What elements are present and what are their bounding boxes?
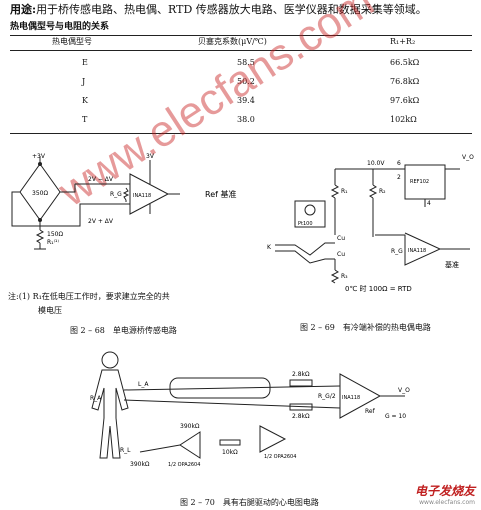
label-rg: R_G xyxy=(391,248,403,255)
header-seebeck: 贝塞克系数(μV/℃) xyxy=(198,37,267,46)
label-ref: Ref 基准 xyxy=(205,189,236,199)
label-cu1: Cu xyxy=(337,235,345,242)
footer-brand: 电子发烧友 xyxy=(414,484,475,498)
label-pin2: 2 xyxy=(397,174,401,181)
label-r350: 350Ω xyxy=(32,190,48,197)
table-header-rule xyxy=(10,50,472,51)
label-ref: Ref xyxy=(365,408,376,415)
label-r1: R₁ xyxy=(341,188,348,195)
label-pin4: 4 xyxy=(427,200,431,207)
intro-text: 用于桥传感电路、热电偶、RTD 传感器放大电路、医学仪器和数据采集等领域。 xyxy=(36,3,427,16)
label-vo: V_O xyxy=(462,154,474,161)
cell-seebeck: 38.0 xyxy=(237,115,255,124)
label-v-plus: 2V + ΔV xyxy=(88,218,114,225)
table-title: 热电偶型号与电阻的关系 xyxy=(10,22,110,32)
table-row: K 39.4 97.6kΩ xyxy=(10,96,472,115)
opa-triangle-2 xyxy=(259,425,287,453)
label-v10: 10.0V xyxy=(367,160,385,167)
label-chip: INA118 xyxy=(342,395,360,401)
intro-line: 用途:用于桥传感电路、热电偶、RTD 传感器放大电路、医学仪器和数据采集等领域。 xyxy=(10,3,427,17)
table-row: T 38.0 102kΩ xyxy=(10,115,472,134)
header-r1r2: R₁+R₂ xyxy=(390,37,416,46)
label-r10k: 10kΩ xyxy=(222,449,238,456)
table-header-row: 热电偶型号 贝塞克系数(μV/℃) R₁+R₂ xyxy=(10,37,472,50)
fig69-schematic: 10.0V 6 2 4 REF102 V_O R₁ R₂ Pt100 K Cu … xyxy=(267,154,474,293)
label-r1: 2.8kΩ xyxy=(292,371,310,378)
label-ref: 基准 xyxy=(445,260,459,269)
label-r2: 2.8kΩ xyxy=(292,413,310,420)
label-rg2: R_G/2 xyxy=(318,393,336,400)
cell-type: K xyxy=(82,96,88,105)
opa-triangle-1 xyxy=(179,431,201,459)
label-k: K xyxy=(267,244,272,251)
label-rl: R_L xyxy=(120,447,131,454)
label-r150: 150Ω xyxy=(47,231,63,238)
cell-r1r2: 76.8kΩ xyxy=(390,77,420,86)
cell-seebeck: 39.4 xyxy=(237,96,255,105)
label-r390a: 390kΩ xyxy=(180,423,200,430)
label-v-minus: 2V − ΔV xyxy=(88,176,114,183)
cell-type: T xyxy=(82,115,88,124)
cell-type: J xyxy=(82,77,86,86)
intro-prefix: 用途: xyxy=(10,3,37,16)
fig68-schematic: +3V 350Ω 150Ω R₁⁽¹⁾ 2V − ΔV 2V + ΔV 3V R… xyxy=(11,153,236,250)
footer-logo: 电子发烧友 www.elecfans.com xyxy=(415,482,475,506)
table-bottom-rule xyxy=(10,133,472,134)
thermocouple-table: 热电偶型号 贝塞克系数(μV/℃) R₁+R₂ E 58.5 66.5kΩ J … xyxy=(10,37,472,126)
cell-r1r2: 66.5kΩ xyxy=(390,58,420,67)
cell-seebeck: 58.5 xyxy=(237,58,255,67)
label-chip: INA118 xyxy=(133,193,151,199)
label-r1-note: R₁⁽¹⁾ xyxy=(47,239,59,246)
label-plus3v: +3V xyxy=(32,153,46,160)
table-top-rule xyxy=(10,35,472,36)
label-cu2: Cu xyxy=(337,251,345,258)
label-opa2: 1/2 OPA2604 xyxy=(264,454,296,460)
cell-r1r2: 97.6kΩ xyxy=(390,96,420,105)
cell-seebeck: 50.2 xyxy=(237,77,255,86)
header-type: 热电偶型号 xyxy=(52,37,92,46)
person-head xyxy=(101,351,119,369)
fig68-note-line2: 模电压 xyxy=(38,306,62,315)
fig70-caption: 图 2 – 70 具有右腿驱动的心电图电路 xyxy=(180,498,319,507)
label-pt100: Pt100 xyxy=(298,221,313,227)
label-chip: INA118 xyxy=(408,248,426,254)
label-rtd: 0℃ 时 100Ω = RTD xyxy=(345,284,412,293)
label-opa1: 1/2 OPA2604 xyxy=(168,462,200,468)
label-vo: V_O xyxy=(398,387,410,394)
fig70-schematic: R_A L_A R_L 2.8kΩ 2.8kΩ R_G/2 INA118 V_O… xyxy=(90,351,410,468)
ina118-triangle xyxy=(339,373,382,419)
table-row: E 58.5 66.5kΩ xyxy=(10,58,472,77)
footer-url: www.elecfans.com xyxy=(419,499,475,506)
cell-type: E xyxy=(82,58,88,67)
ina118-triangle xyxy=(129,173,170,215)
fig69-caption: 图 2 – 69 有冷端补偿的热电偶电路 xyxy=(300,323,431,332)
label-rg: R_G xyxy=(110,191,122,198)
person-body xyxy=(91,369,129,459)
table-row: J 50.2 76.8kΩ xyxy=(10,77,472,96)
fig68-note-line1: 注:(1) R₁在低电压工作时，要求建立完全的共 xyxy=(8,292,170,301)
label-pin6: 6 xyxy=(397,160,401,167)
label-r390b: 390kΩ xyxy=(130,461,150,468)
pt100-box xyxy=(294,200,326,228)
fig68-caption: 图 2 – 68 单电源桥传感电路 xyxy=(70,326,177,335)
label-ref102: REF102 xyxy=(410,179,429,185)
label-la: L_A xyxy=(138,381,149,388)
label-g10: G = 10 xyxy=(385,413,406,420)
label-r2: R₂ xyxy=(379,188,386,195)
label-ra: R_A xyxy=(90,395,102,402)
cell-r1r2: 102kΩ xyxy=(390,115,417,124)
label-r3: R₃ xyxy=(341,273,348,280)
label-3v: 3V xyxy=(146,153,155,160)
